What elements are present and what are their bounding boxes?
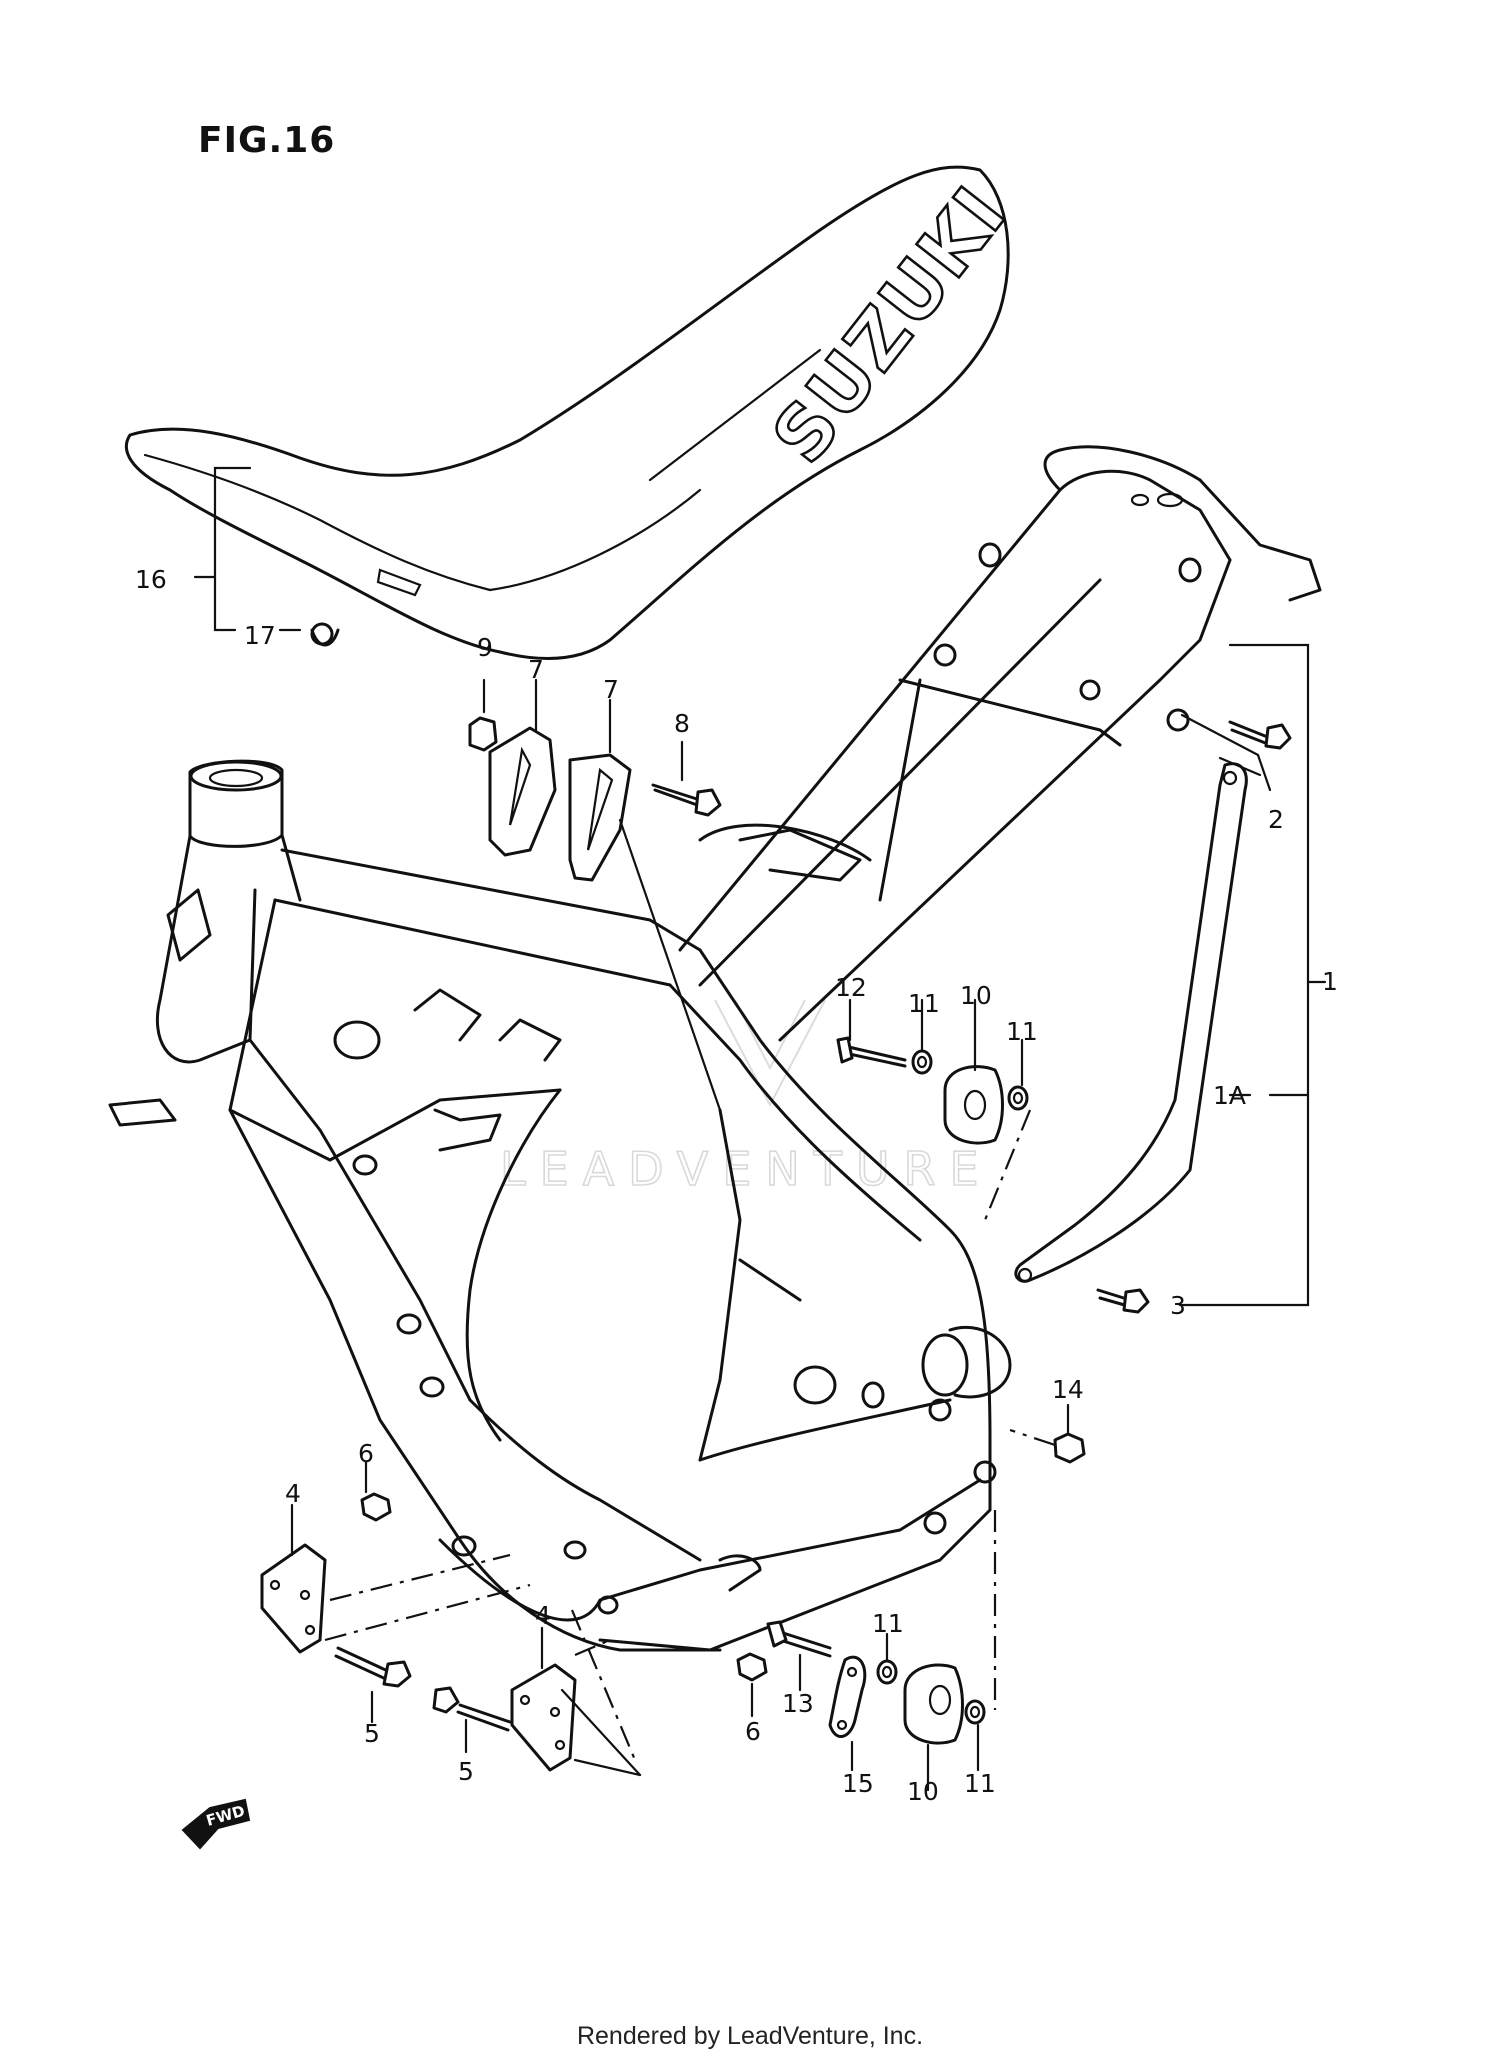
callout-12: 12 [835,973,867,1002]
washer-11a [911,1049,933,1075]
footer-credit: Rendered by LeadVenture, Inc. [576,2022,924,2050]
rear-subframe [678,445,1322,1042]
callout-17: 17 [244,621,276,650]
washer-11d [964,1699,986,1725]
callout-10b: 10 [907,1777,939,1806]
callout-7a: 7 [528,655,544,684]
bracket-15 [828,1655,867,1738]
hardware [260,720,1292,1772]
forward-arrow-icon: FWD [181,1798,251,1850]
callout-15: 15 [842,1769,874,1798]
callout-numbers: 16 17 9 7 7 8 2 1 1A 3 12 11 10 11 14 6 … [135,565,1338,1806]
callout-8: 8 [674,709,690,738]
plate-4a [260,1543,327,1654]
callout-13: 13 [782,1689,814,1718]
bolt-13 [766,1620,832,1658]
leader-lines [290,643,1327,1792]
seat: SUZUKI [124,165,1025,660]
callout-1: 1 [1322,967,1338,996]
callout-6a: 6 [358,1439,374,1468]
callout-6b: 6 [745,1717,761,1746]
bolt-12 [836,1036,907,1068]
callout-16-17 [193,466,340,647]
callout-11a: 11 [908,989,940,1018]
watermark-text: LEADVENTURE [500,1142,993,1196]
damper-10b [903,1663,964,1745]
callout-1A: 1A [1213,1081,1246,1110]
callout-14: 14 [1052,1375,1084,1404]
callout-7b: 7 [603,675,619,704]
callout-5a: 5 [364,1719,380,1748]
callout-2: 2 [1268,805,1284,834]
callout-9: 9 [477,633,493,662]
callout-5b: 5 [458,1757,474,1786]
subframe-rail-1A [1014,762,1248,1283]
plate-4b [510,1663,577,1772]
bolt-3 [1096,1288,1150,1314]
bolt-8 [651,783,722,817]
washer-11b [1007,1085,1029,1111]
callout-11c: 11 [872,1609,904,1638]
nut-14 [1053,1432,1086,1464]
callout-10a: 10 [960,981,992,1010]
callout-4b: 4 [535,1601,551,1630]
nut-6a [360,1492,392,1522]
damper-10a [943,1065,1004,1145]
seat-brackets [468,716,722,882]
callout-4a: 4 [285,1479,301,1508]
nut-6b [736,1652,768,1682]
bolt-2 [1228,720,1292,750]
figure-title: FIG.16 [198,120,335,161]
bolt-5b [432,1686,512,1732]
callout-16: 16 [135,565,167,594]
nut-9 [468,716,498,752]
main-frame [108,759,1012,1652]
callout-11d: 11 [964,1769,996,1798]
callout-3: 3 [1170,1291,1186,1320]
callout-11b: 11 [1006,1017,1038,1046]
bolt-5a [334,1646,412,1688]
washer-11c [876,1659,898,1685]
